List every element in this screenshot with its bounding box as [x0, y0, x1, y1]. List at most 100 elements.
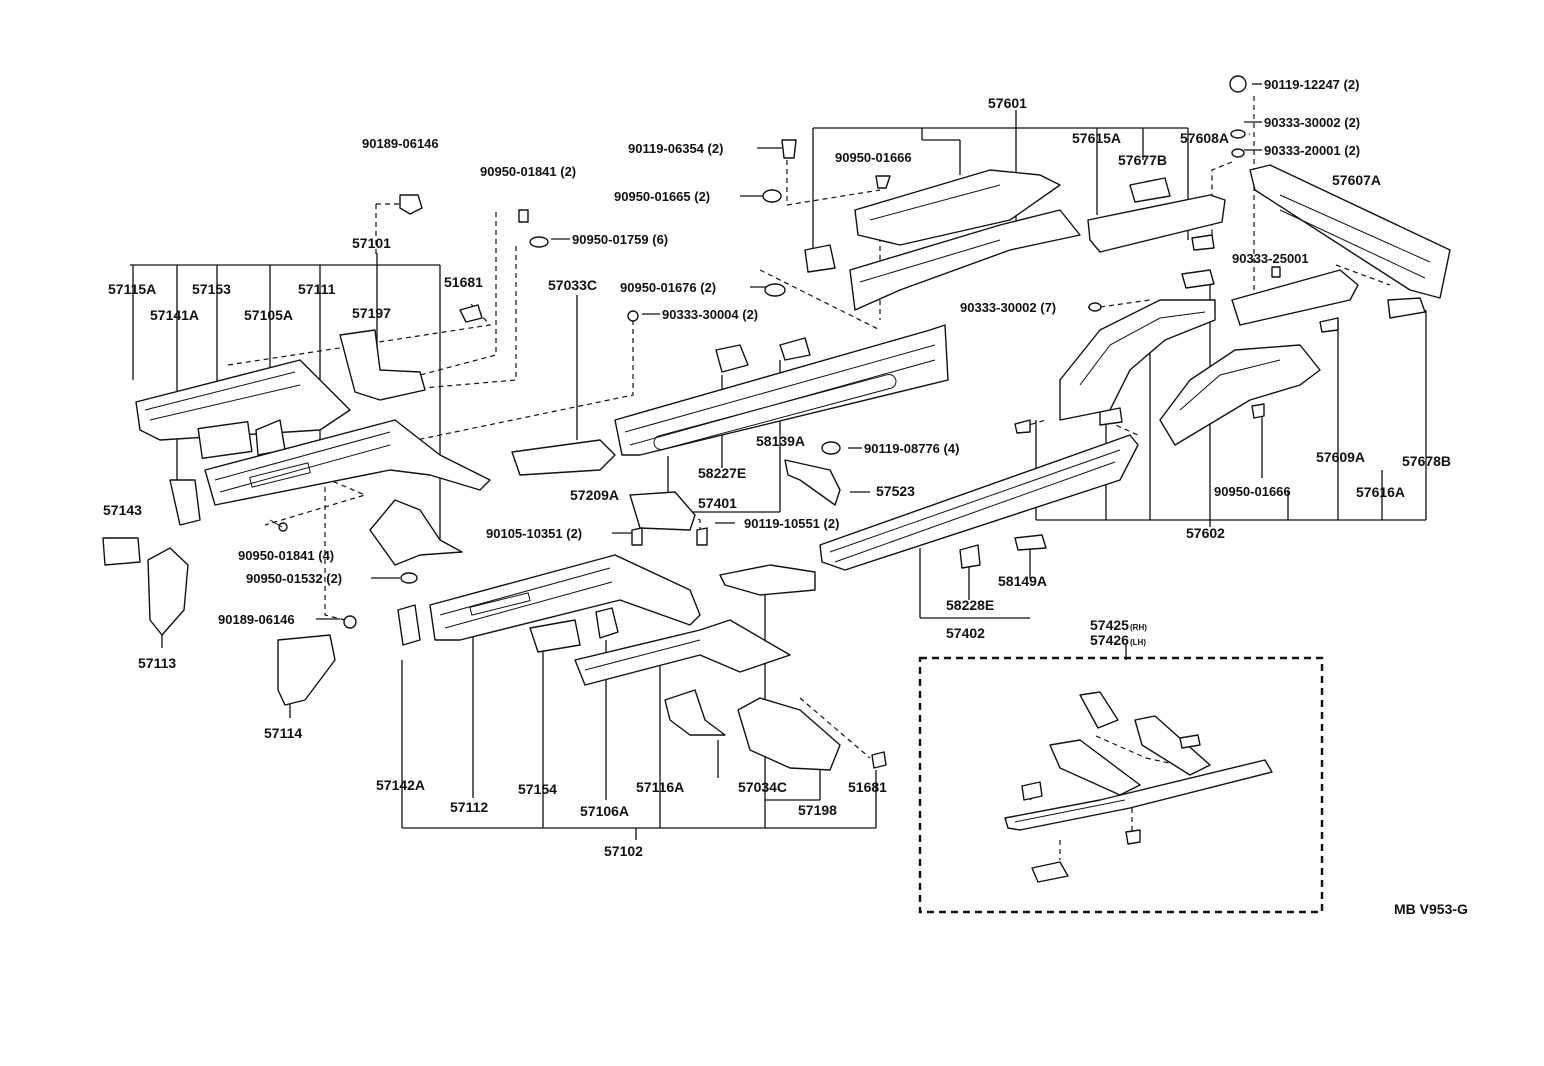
label-57034C: 57034C: [738, 779, 787, 795]
part-57114: [277, 634, 336, 706]
part-58228E: [959, 544, 981, 569]
label-57615A: 57615A: [1072, 130, 1121, 146]
part-57602-arch: [1059, 299, 1216, 421]
part-57143: [102, 537, 141, 566]
part-57615A: [1087, 194, 1226, 253]
label-57197: 57197: [352, 305, 391, 321]
label-90950-01841-2: 90950-01841 (2): [480, 164, 576, 179]
label-90189-06146-bot: 90189-06146: [218, 612, 295, 627]
part-57401: [614, 324, 949, 456]
label-90119-12247: 90119-12247 (2): [1264, 77, 1359, 92]
part-57425-bracket: [1031, 861, 1069, 883]
label-57142A: 57142A: [376, 777, 425, 793]
part-57425-rail: [1004, 759, 1273, 831]
part-57116-like: [369, 499, 463, 566]
label-57402: 57402: [946, 625, 985, 641]
part-57601-lower: [849, 209, 1081, 311]
part-58227E: [715, 344, 749, 373]
part-57115A: [135, 359, 351, 441]
part-58149A: [1014, 534, 1047, 551]
part-57142A: [397, 604, 421, 646]
part-57678B: [1387, 297, 1426, 319]
label-57616A: 57616A: [1356, 484, 1405, 500]
label-90119-06354: 90119-06354 (2): [628, 141, 723, 156]
label-57401: 57401: [698, 495, 737, 511]
part-57402: [819, 434, 1139, 571]
label-90950-01666-bot: 90950-01666: [1214, 484, 1291, 499]
part-57607A: [1249, 164, 1451, 299]
label-57153: 57153: [192, 281, 231, 297]
label-57154: 57154: [518, 781, 557, 797]
label-58139A: 58139A: [756, 433, 805, 449]
part-57154: [529, 619, 581, 653]
dashed-lines: [227, 96, 1391, 860]
bolt-90189-06146-top: [399, 194, 423, 215]
label-57112: 57112: [450, 799, 488, 815]
label-90950-01676: 90950-01676 (2): [620, 280, 716, 295]
part-57111: [204, 419, 491, 506]
label-57609A: 57609A: [1316, 449, 1365, 465]
label-57106A: 57106A: [580, 803, 629, 819]
label-57113: 57113: [138, 655, 176, 671]
part-57106A: [595, 607, 619, 639]
part-57153: [197, 420, 253, 460]
label-90119-10551: 90119-10551 (2): [744, 516, 839, 531]
label-90333-25001: 90333-25001: [1232, 251, 1309, 266]
label-57209A: 57209A: [570, 487, 619, 503]
label-57101: 57101: [352, 235, 391, 251]
label-58149A: 58149A: [998, 573, 1047, 589]
label-57033C: 57033C: [548, 277, 597, 293]
part-57523: [784, 459, 841, 506]
label-57141A: 57141A: [150, 307, 199, 323]
part-57209A: [629, 491, 696, 531]
label-57102: 57102: [604, 843, 643, 859]
label-57105A: 57105A: [244, 307, 293, 323]
label-57426: 57426: [1090, 632, 1129, 648]
part-57141A: [169, 479, 201, 526]
label-58228E: 58228E: [946, 597, 994, 613]
part-labels: 57601 90119-12247 (2) 90333-30002 (2) 90…: [103, 77, 1468, 917]
label-57608A: 57608A: [1180, 130, 1229, 146]
label-90119-08776: 90119-08776 (4): [864, 441, 959, 456]
label-57425: 57425: [1090, 617, 1129, 633]
part-57113: [147, 547, 189, 636]
label-57601: 57601: [988, 95, 1027, 111]
label-51681-bot: 51681: [848, 779, 887, 795]
label-57425-side: (RH): [1130, 623, 1147, 632]
part-57197: [339, 329, 426, 401]
label-90950-01666-top: 90950-01666: [835, 150, 912, 165]
label-57114: 57114: [264, 725, 302, 741]
label-57602: 57602: [1186, 525, 1225, 541]
label-90189-06146-top: 90189-06146: [362, 136, 439, 151]
label-57523: 57523: [876, 483, 915, 499]
label-57426-side: (LH): [1130, 638, 1146, 647]
label-diagram-code: MB V953-G: [1394, 901, 1468, 917]
part-57116A-rail: [574, 619, 791, 686]
label-57111: 57111: [298, 281, 336, 297]
label-90950-01665: 90950-01665 (2): [614, 189, 710, 204]
label-90333-20001: 90333-20001 (2): [1264, 143, 1360, 158]
label-57116A: 57116A: [636, 779, 684, 795]
label-57143: 57143: [103, 502, 142, 518]
part-57601-upper: [854, 169, 1061, 246]
label-51681-top: 51681: [444, 274, 483, 290]
label-90333-30002-2: 90333-30002 (2): [1264, 115, 1360, 130]
part-57112: [429, 554, 701, 641]
part-57609A: [1231, 269, 1359, 326]
part-drawings: [102, 75, 1451, 883]
label-57198: 57198: [798, 802, 837, 818]
part-57677B: [1129, 177, 1171, 203]
label-57678B: 57678B: [1402, 453, 1451, 469]
label-90105-10351: 90105-10351 (2): [486, 526, 582, 541]
label-90950-01841-4: 90950-01841 (4): [238, 548, 334, 563]
label-57607A: 57607A: [1332, 172, 1381, 188]
part-57425-member: [1049, 739, 1141, 796]
label-90333-30004: 90333-30004 (2): [662, 307, 758, 322]
part-57034C: [737, 697, 841, 771]
label-57115A: 57115A: [108, 281, 156, 297]
part-58139A: [779, 337, 811, 361]
label-58227E: 58227E: [698, 465, 746, 481]
part-57425-member2: [1134, 715, 1211, 776]
label-90333-30002-7: 90333-30002 (7): [960, 300, 1056, 315]
